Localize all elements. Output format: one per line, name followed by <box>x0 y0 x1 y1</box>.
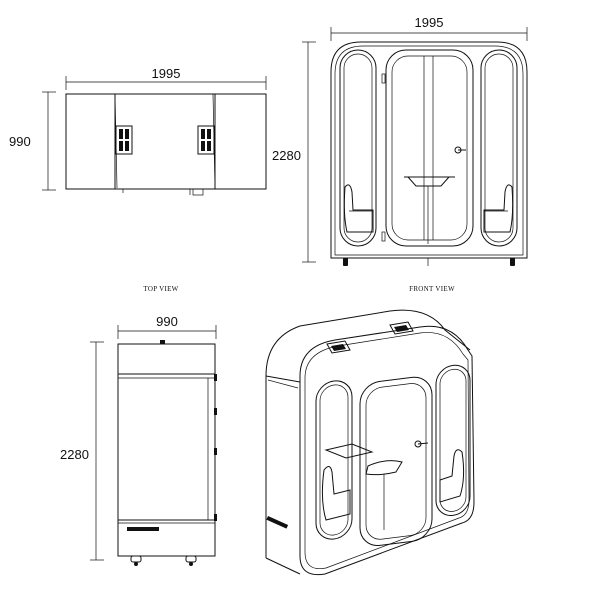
side-height-dimension-line <box>90 341 104 561</box>
side-width-label: 990 <box>156 314 178 329</box>
iso-roof-vent-left <box>326 340 351 354</box>
right-side-window <box>480 49 518 247</box>
top-view: 1995 990 <box>9 66 267 293</box>
top-depth-dimension-line <box>42 91 56 191</box>
iso-door-handle <box>414 440 429 448</box>
iso-left-seat <box>321 466 351 521</box>
iso-door-frame <box>359 376 433 546</box>
left-seat <box>343 184 374 233</box>
top-width-dimension-line <box>65 76 267 90</box>
right-seat <box>483 184 514 233</box>
desk-table <box>404 176 455 244</box>
side-height-label: 2280 <box>60 447 89 462</box>
iso-right-seat <box>439 449 465 503</box>
side-hinges <box>214 374 217 521</box>
front-height-dimension-line <box>302 41 316 263</box>
door-handle <box>454 146 466 154</box>
isometric-view <box>265 309 475 576</box>
top-fitting <box>160 340 165 344</box>
vent-slot <box>127 527 159 531</box>
roof-vent-right <box>197 125 215 155</box>
roof-vent-left <box>115 125 133 155</box>
iso-body-outline <box>265 309 475 576</box>
side-caster-wheels <box>130 555 197 566</box>
front-width-label: 1995 <box>415 15 444 30</box>
iso-roof-vent-right <box>389 321 414 335</box>
iso-right-window <box>435 364 471 517</box>
front-view-caption: FRONT VIEW <box>409 285 455 293</box>
front-width-dimension-line <box>330 27 528 41</box>
door-hinge-marks <box>122 188 204 196</box>
front-view: 1995 2280 <box>272 15 528 293</box>
front-caster-wheels <box>343 258 515 266</box>
side-body-outline <box>117 343 216 557</box>
front-body-outline <box>330 41 528 259</box>
side-width-dimension-line <box>117 325 217 339</box>
top-view-caption: TOP VIEW <box>143 285 178 293</box>
center-column <box>423 56 434 240</box>
iso-left-window <box>315 380 353 540</box>
front-height-label: 2280 <box>272 148 301 163</box>
front-door-frame <box>381 49 474 247</box>
side-view: 990 2280 <box>60 314 217 566</box>
top-view-outline <box>65 93 267 190</box>
top-width-label: 1995 <box>152 66 181 81</box>
iso-side-panel-details <box>266 379 299 529</box>
iso-desk-table <box>324 443 403 530</box>
top-depth-label: 990 <box>9 134 31 149</box>
left-side-window <box>339 49 377 247</box>
